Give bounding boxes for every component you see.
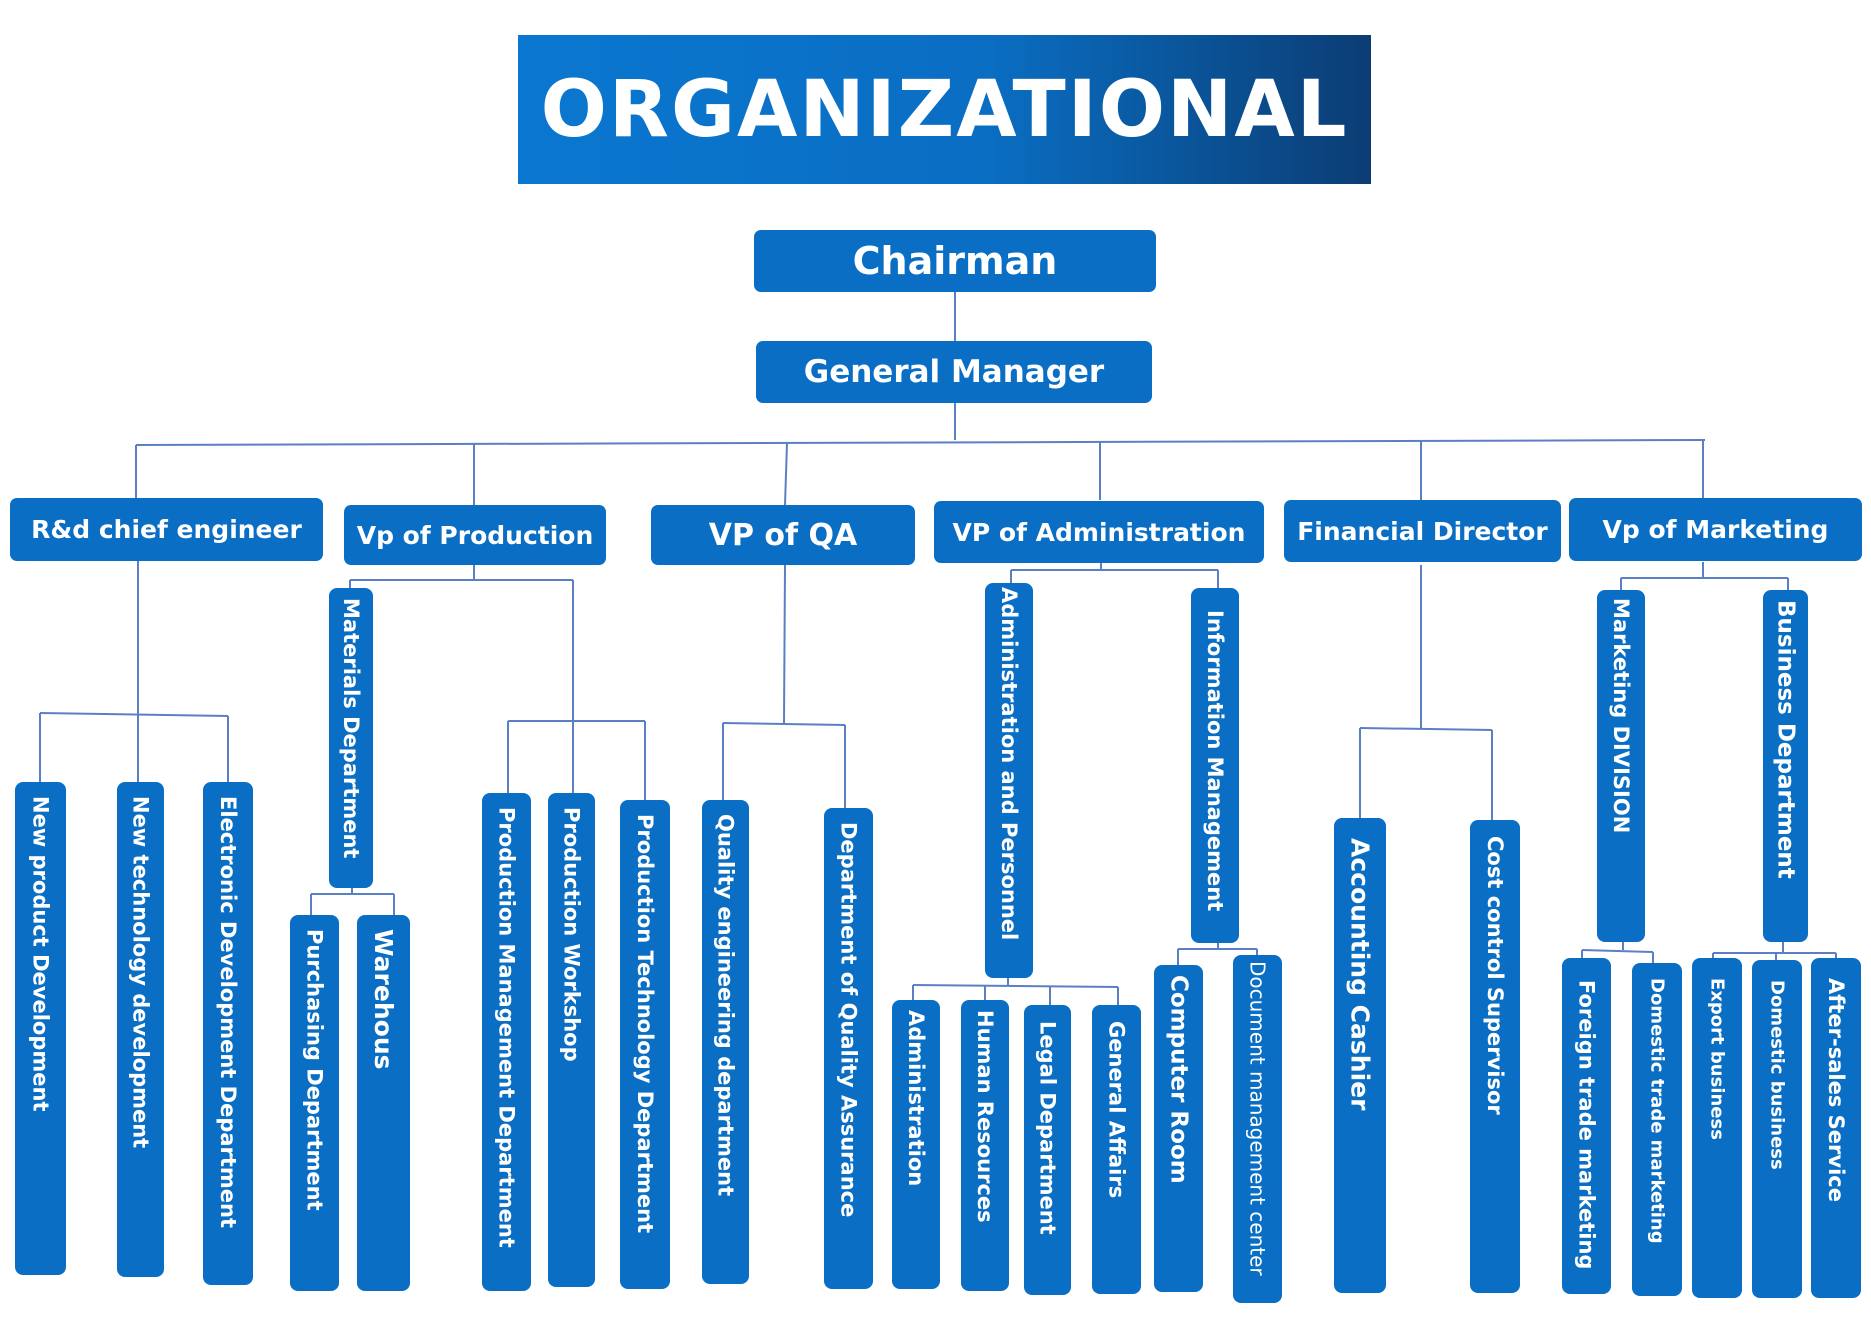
administration-label: Administration xyxy=(904,1010,928,1187)
vp-marketing-box: Vp of Marketing xyxy=(1569,498,1862,561)
purchasing-department-box: Purchasing Department xyxy=(290,915,339,1291)
materials-department-box: Materials Department xyxy=(329,588,373,888)
warehouse-label: Warehous xyxy=(369,929,398,1070)
business-department-label: Business Department xyxy=(1772,600,1799,879)
production-technology-label: Production Technology Department xyxy=(633,814,657,1234)
general-manager-label: General Manager xyxy=(803,354,1105,390)
vp-qa-label: VP of QA xyxy=(708,517,858,553)
administration-box: Administration xyxy=(892,1000,940,1289)
vp-qa-box: VP of QA xyxy=(651,505,915,565)
general-affairs-label: General Affairs xyxy=(1104,1021,1129,1199)
general-affairs-box: General Affairs xyxy=(1092,1005,1141,1294)
qa-unit-box: Quality engineering department xyxy=(702,800,749,1284)
rd-unit-box: Electronic Development Department xyxy=(203,782,253,1285)
administration-personnel-box: Administration and Personnel xyxy=(985,583,1033,978)
after-sales-box: After-sales Service xyxy=(1811,958,1861,1298)
production-management-box: Production Management Department xyxy=(482,793,531,1291)
qa-unit-label: Department of Quality Assurance xyxy=(836,822,861,1218)
materials-department-label: Materials Department xyxy=(339,598,363,859)
document-center-box: Document management center xyxy=(1233,955,1282,1303)
business-department-box: Business Department xyxy=(1763,590,1808,942)
financial-director-box: Financial Director xyxy=(1284,500,1561,562)
chairman-label: Chairman xyxy=(852,239,1058,283)
marketing-division-box: Marketing DIVISION xyxy=(1597,590,1645,942)
cost-control-label: Cost control Supervisor xyxy=(1483,836,1507,1115)
domestic-business-label: Domestic business xyxy=(1766,980,1788,1170)
foreign-trade-box: Foreign trade marketing xyxy=(1562,958,1611,1294)
domestic-trade-box: Domestic trade marketing xyxy=(1632,963,1682,1296)
vp-marketing-label: Vp of Marketing xyxy=(1602,515,1829,544)
document-center-label: Document management center xyxy=(1245,961,1270,1276)
production-technology-box: Production Technology Department xyxy=(620,800,670,1289)
export-business-box: Export business xyxy=(1692,958,1742,1298)
accounting-cashier-label: Accounting Cashier xyxy=(1345,838,1375,1111)
vp-production-box: Vp of Production xyxy=(344,505,606,565)
domestic-trade-label: Domestic trade marketing xyxy=(1646,978,1668,1244)
vp-production-label: Vp of Production xyxy=(356,520,594,550)
vp-administration-label: VP of Administration xyxy=(952,517,1246,547)
page-title: ORGANIZATIONAL xyxy=(518,35,1371,184)
production-workshop-label: Production Workshop xyxy=(559,807,584,1062)
computer-room-label: Computer Room xyxy=(1165,975,1192,1184)
marketing-division-label: Marketing DIVISION xyxy=(1609,598,1633,834)
rd-chief-engineer-label: R&d chief engineer xyxy=(31,515,302,544)
rd-unit-label: Electronic Development Department xyxy=(216,796,240,1229)
computer-room-box: Computer Room xyxy=(1154,965,1203,1292)
cost-control-box: Cost control Supervisor xyxy=(1470,820,1520,1293)
warehouse-box: Warehous xyxy=(357,915,410,1291)
vp-administration-box: VP of Administration xyxy=(934,501,1264,563)
chairman-box: Chairman xyxy=(754,230,1156,292)
purchasing-department-label: Purchasing Department xyxy=(302,929,327,1211)
foreign-trade-label: Foreign trade marketing xyxy=(1574,980,1599,1270)
administration-personnel-label: Administration and Personnel xyxy=(997,587,1021,941)
qa-unit-label: Quality engineering department xyxy=(713,814,738,1197)
human-resources-label: Human Resources xyxy=(973,1010,997,1223)
production-workshop-box: Production Workshop xyxy=(548,793,595,1287)
rd-unit-label: New product Development xyxy=(28,796,53,1112)
legal-department-label: Legal Department xyxy=(1035,1021,1060,1235)
general-manager-box: General Manager xyxy=(756,341,1152,403)
export-business-label: Export business xyxy=(1706,978,1728,1140)
financial-director-label: Financial Director xyxy=(1297,516,1548,546)
legal-department-box: Legal Department xyxy=(1024,1005,1071,1295)
information-management-box: Information Management xyxy=(1191,588,1239,943)
qa-unit-box: Department of Quality Assurance xyxy=(824,808,873,1289)
rd-chief-engineer-box: R&d chief engineer xyxy=(10,498,323,561)
rd-unit-box: New technology development xyxy=(117,782,164,1277)
human-resources-box: Human Resources xyxy=(961,1000,1009,1291)
domestic-business-box: Domestic business xyxy=(1752,960,1802,1298)
accounting-cashier-box: Accounting Cashier xyxy=(1334,818,1386,1293)
rd-unit-box: New product Development xyxy=(15,782,66,1275)
after-sales-label: After-sales Service xyxy=(1824,978,1848,1202)
production-management-label: Production Management Department xyxy=(494,807,519,1248)
information-management-label: Information Management xyxy=(1203,610,1227,912)
rd-unit-label: New technology development xyxy=(128,796,153,1149)
